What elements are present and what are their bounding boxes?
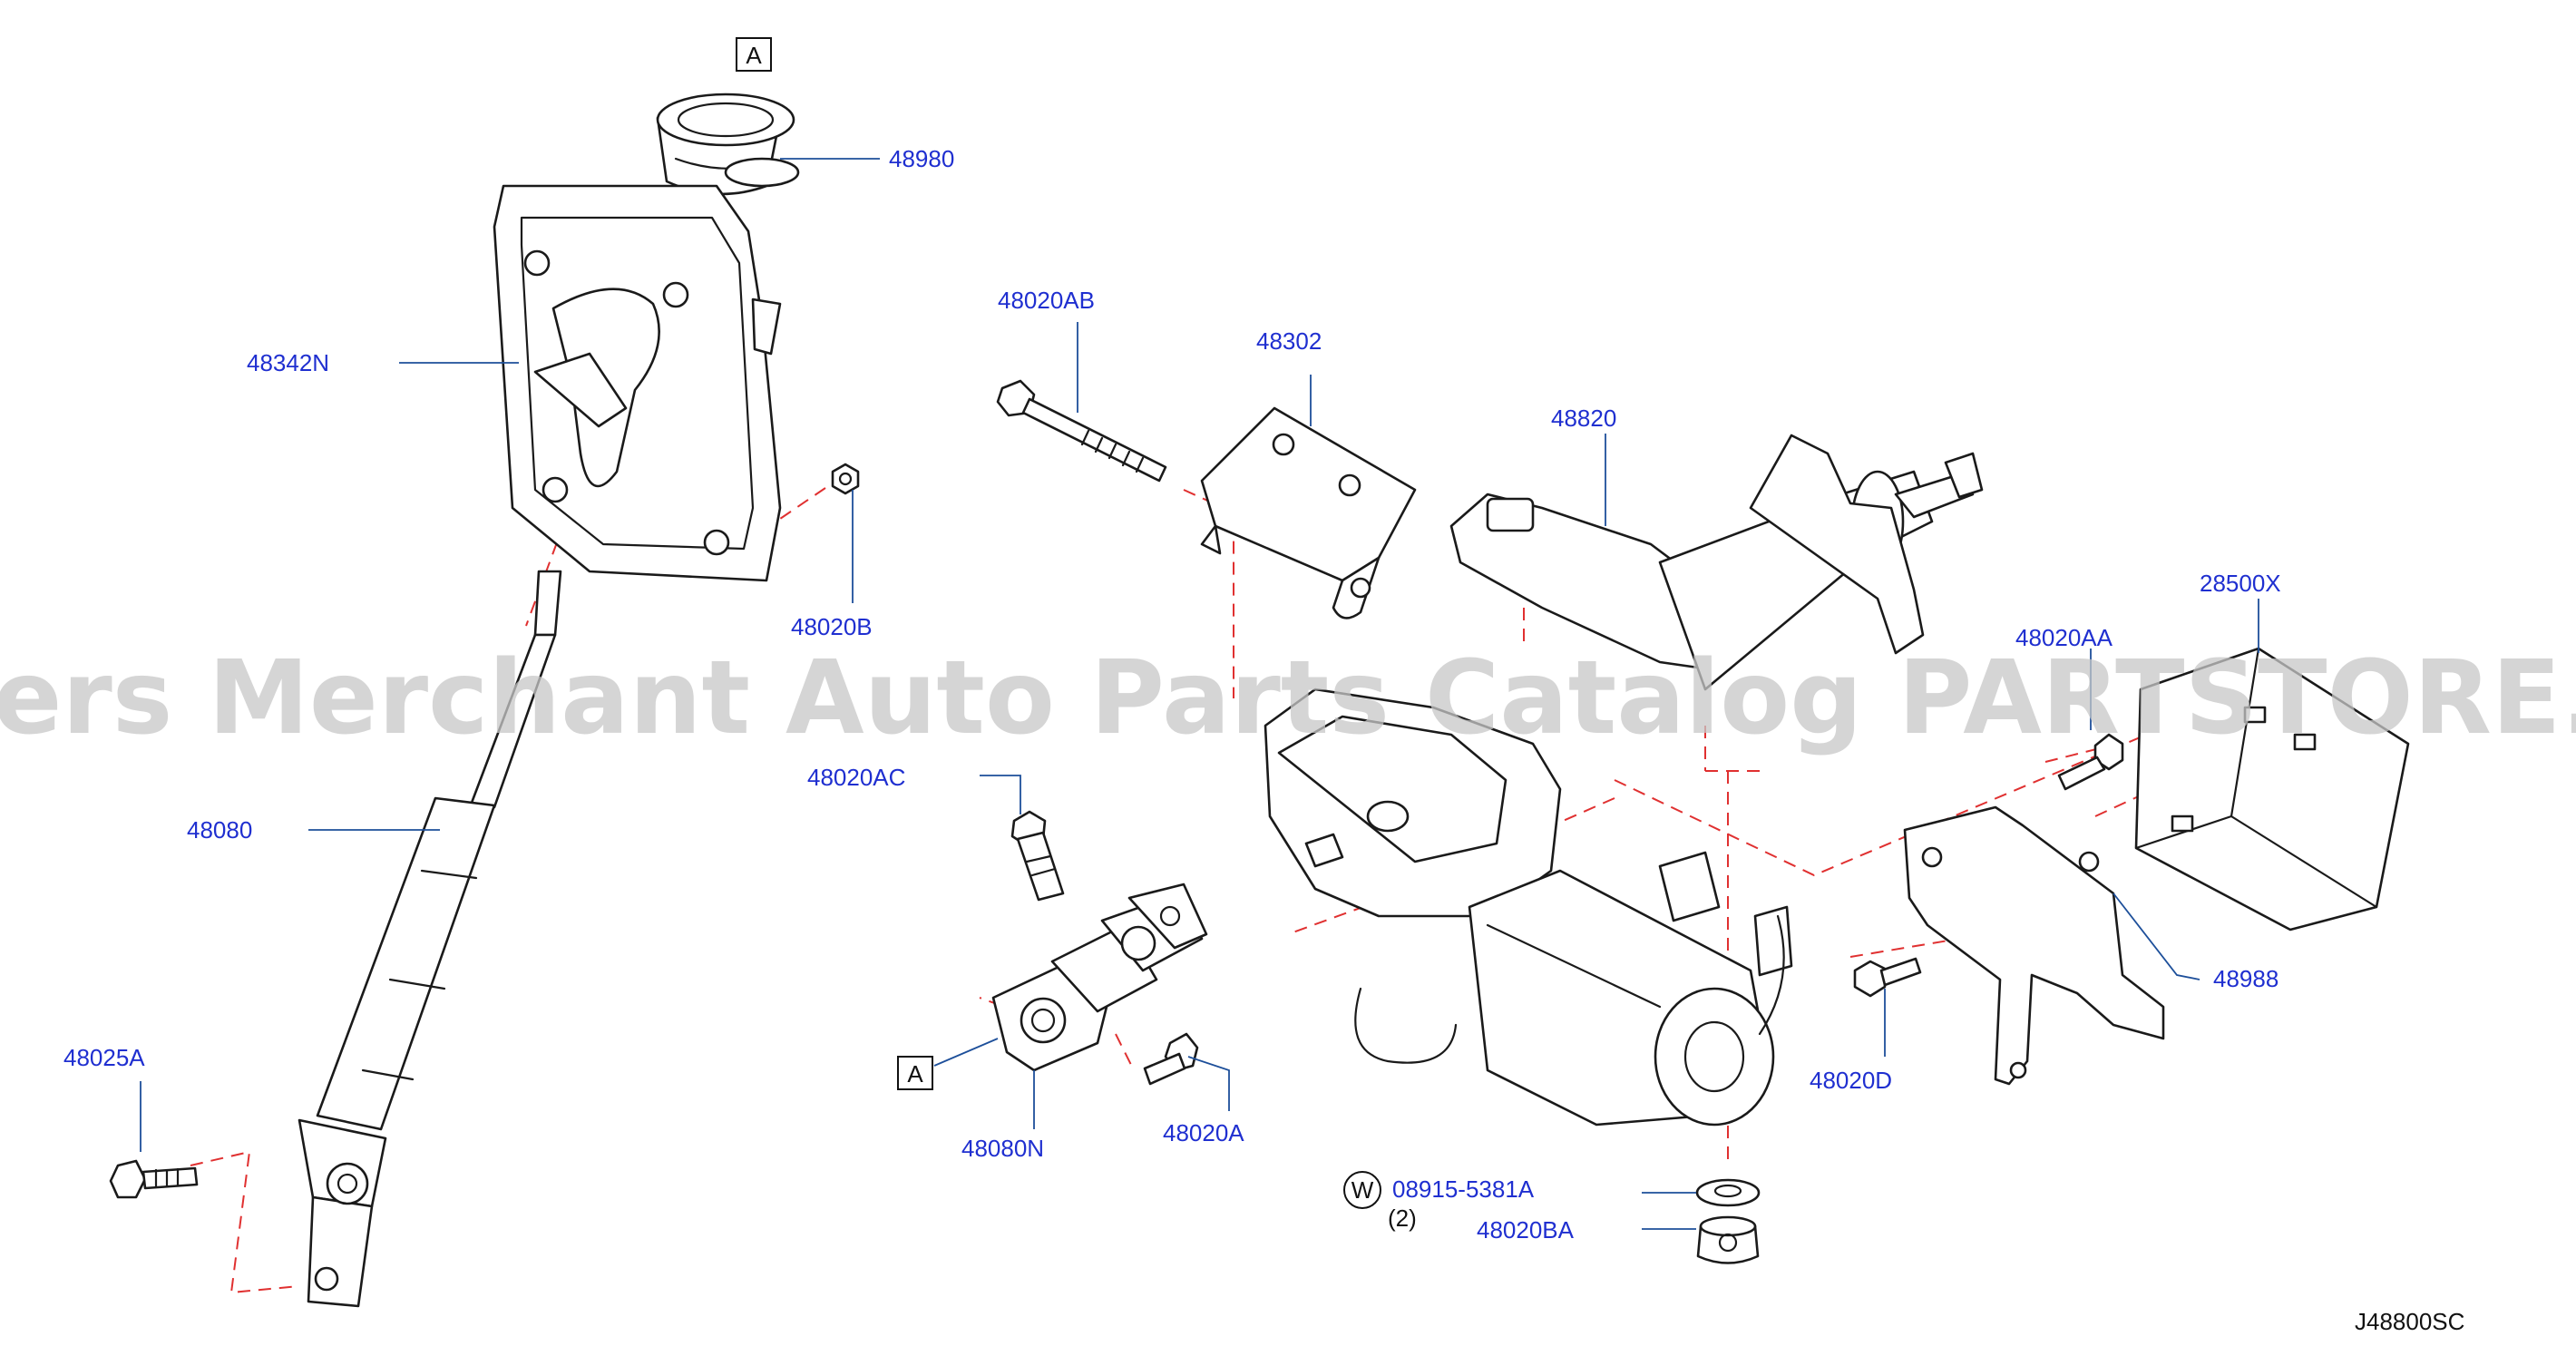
assembly-dash-lines xyxy=(190,94,2214,1294)
label-48020A[interactable]: 48020A xyxy=(1163,1119,1244,1146)
ref-mark-bottom-text: A xyxy=(907,1060,923,1088)
label-48080[interactable]: 48080 xyxy=(187,816,252,844)
label-48025A[interactable]: 48025A xyxy=(63,1044,145,1071)
part-48020A-bolt[interactable] xyxy=(1143,1032,1199,1086)
label-48988[interactable]: 48988 xyxy=(2213,965,2278,992)
part-08915-5381A-washer[interactable] xyxy=(1695,1178,1761,1207)
label-08915-5381A[interactable]: 08915-5381A xyxy=(1392,1175,1535,1203)
washer-quantity: (2) xyxy=(1388,1205,1417,1232)
part-48020D-bolt[interactable] xyxy=(1853,957,1922,998)
label-48342N[interactable]: 48342N xyxy=(247,349,329,376)
ref-mark-bottom: A xyxy=(897,1056,933,1090)
part-48020AC-bolt[interactable] xyxy=(1010,810,1065,902)
part-labels: 48980 48342N 48020B 48080 48025A 48020AB… xyxy=(63,145,2281,1244)
leader-lines xyxy=(140,158,2259,1230)
washer-symbol: W xyxy=(1343,1171,1381,1209)
part-48980-seal[interactable] xyxy=(656,93,800,196)
part-48342N-grommet-plate[interactable] xyxy=(493,184,782,582)
diagram-code: J48800SC xyxy=(2355,1308,2464,1335)
label-48980[interactable]: 48980 xyxy=(889,145,954,172)
part-48080N-intermediate-shaft[interactable] xyxy=(991,883,1208,1072)
part-48988-module-bracket[interactable] xyxy=(1903,805,2165,1086)
part-48080-lower-shaft[interactable] xyxy=(298,570,562,1308)
label-48020AC[interactable]: 48020AC xyxy=(807,764,905,791)
label-48020AA[interactable]: 48020AA xyxy=(2015,624,2113,651)
label-48020D[interactable]: 48020D xyxy=(1810,1067,1892,1094)
part-48020AA-bolt[interactable] xyxy=(2057,733,2124,791)
ref-mark-top: A xyxy=(736,37,772,72)
ref-mark-top-text: A xyxy=(746,42,762,69)
label-48820[interactable]: 48820 xyxy=(1551,405,1616,432)
part-48025A-bolt[interactable] xyxy=(109,1159,199,1199)
part-28500X-control-module[interactable] xyxy=(2134,647,2410,931)
part-48020AB-long-bolt[interactable] xyxy=(996,379,1167,483)
part-48302-bracket[interactable] xyxy=(1200,406,1417,619)
washer-symbol-text: W xyxy=(1351,1176,1374,1204)
label-48020B[interactable]: 48020B xyxy=(791,613,873,640)
part-48020BA-nut[interactable] xyxy=(1696,1215,1760,1264)
part-48020B-nut[interactable] xyxy=(831,463,860,495)
watermark-text: Offers Merchant Auto Parts Catalog PARTS… xyxy=(0,639,2576,757)
label-48080N[interactable]: 48080N xyxy=(961,1135,1044,1162)
label-28500X[interactable]: 28500X xyxy=(2200,570,2281,597)
label-48302[interactable]: 48302 xyxy=(1256,327,1322,355)
label-48020AB[interactable]: 48020AB xyxy=(998,287,1095,314)
label-48020BA[interactable]: 48020BA xyxy=(1477,1216,1575,1244)
part-48820-column-assembly[interactable] xyxy=(1264,434,1984,1127)
